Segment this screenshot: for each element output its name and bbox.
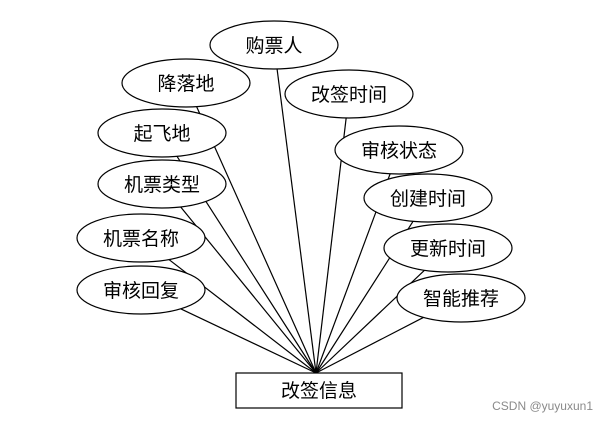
attribute-ellipse-ticket-name (76, 213, 206, 263)
attribute-label-smart-recommend: 智能推荐 (423, 288, 499, 310)
csdn-watermark: CSDN @yuyuxun1 (492, 399, 593, 413)
attribute-ellipse-takeoff-place (97, 108, 227, 158)
attribute-label-change-time: 改签时间 (311, 84, 387, 106)
attribute-ticket-name: 机票名称 (76, 213, 206, 263)
attribute-create-time: 创建时间 (363, 173, 493, 223)
attribute-label-update-time: 更新时间 (410, 238, 486, 260)
attribute-label-ticket-type: 机票类型 (124, 174, 200, 196)
attribute-label-purchaser: 购票人 (245, 35, 302, 57)
connector-review-reply (180, 308, 317, 374)
connector-purchaser (276, 68, 317, 374)
attribute-ticket-type: 机票类型 (97, 159, 227, 209)
attribute-landing-place: 降落地 (121, 58, 251, 108)
attribute-label-takeoff-place: 起飞地 (133, 123, 190, 145)
attribute-ellipse-review-status (334, 125, 464, 175)
attribute-ellipse-purchaser (209, 20, 339, 70)
attribute-label-create-time: 创建时间 (390, 188, 466, 210)
attribute-ellipse-change-time (284, 69, 414, 119)
attribute-label-review-reply: 审核回复 (103, 280, 179, 302)
attribute-ellipse-smart-recommend (396, 273, 526, 323)
connector-landing-place (196, 106, 317, 374)
connector-lines (168, 68, 425, 374)
attribute-ellipse-ticket-type (97, 159, 227, 209)
attribute-review-reply: 审核回复 (76, 265, 206, 315)
attribute-update-time: 更新时间 (383, 223, 513, 273)
attribute-review-status: 审核状态 (334, 125, 464, 175)
attribute-purchaser: 购票人 (209, 20, 339, 70)
attribute-ellipse-landing-place (121, 58, 251, 108)
attribute-label-landing-place: 降落地 (157, 73, 214, 95)
attribute-ellipse-review-reply (76, 265, 206, 315)
attribute-label-review-status: 审核状态 (361, 140, 437, 162)
attribute-takeoff-place: 起飞地 (97, 108, 227, 158)
connector-smart-recommend (315, 316, 424, 374)
attribute-ellipse-create-time (363, 173, 493, 223)
attribute-label-ticket-name: 机票名称 (103, 228, 179, 250)
entity-label: 改签信息 (281, 380, 357, 402)
attribute-ellipse-update-time (383, 223, 513, 273)
attribute-smart-recommend: 智能推荐 (396, 273, 526, 323)
entity-box: 改签信息 (235, 372, 403, 409)
attribute-nodes: 购票人降落地改签时间起飞地审核状态机票类型创建时间机票名称 更新时间审核回复 智能推… (76, 20, 526, 323)
attribute-change-time: 改签时间 (284, 69, 414, 119)
